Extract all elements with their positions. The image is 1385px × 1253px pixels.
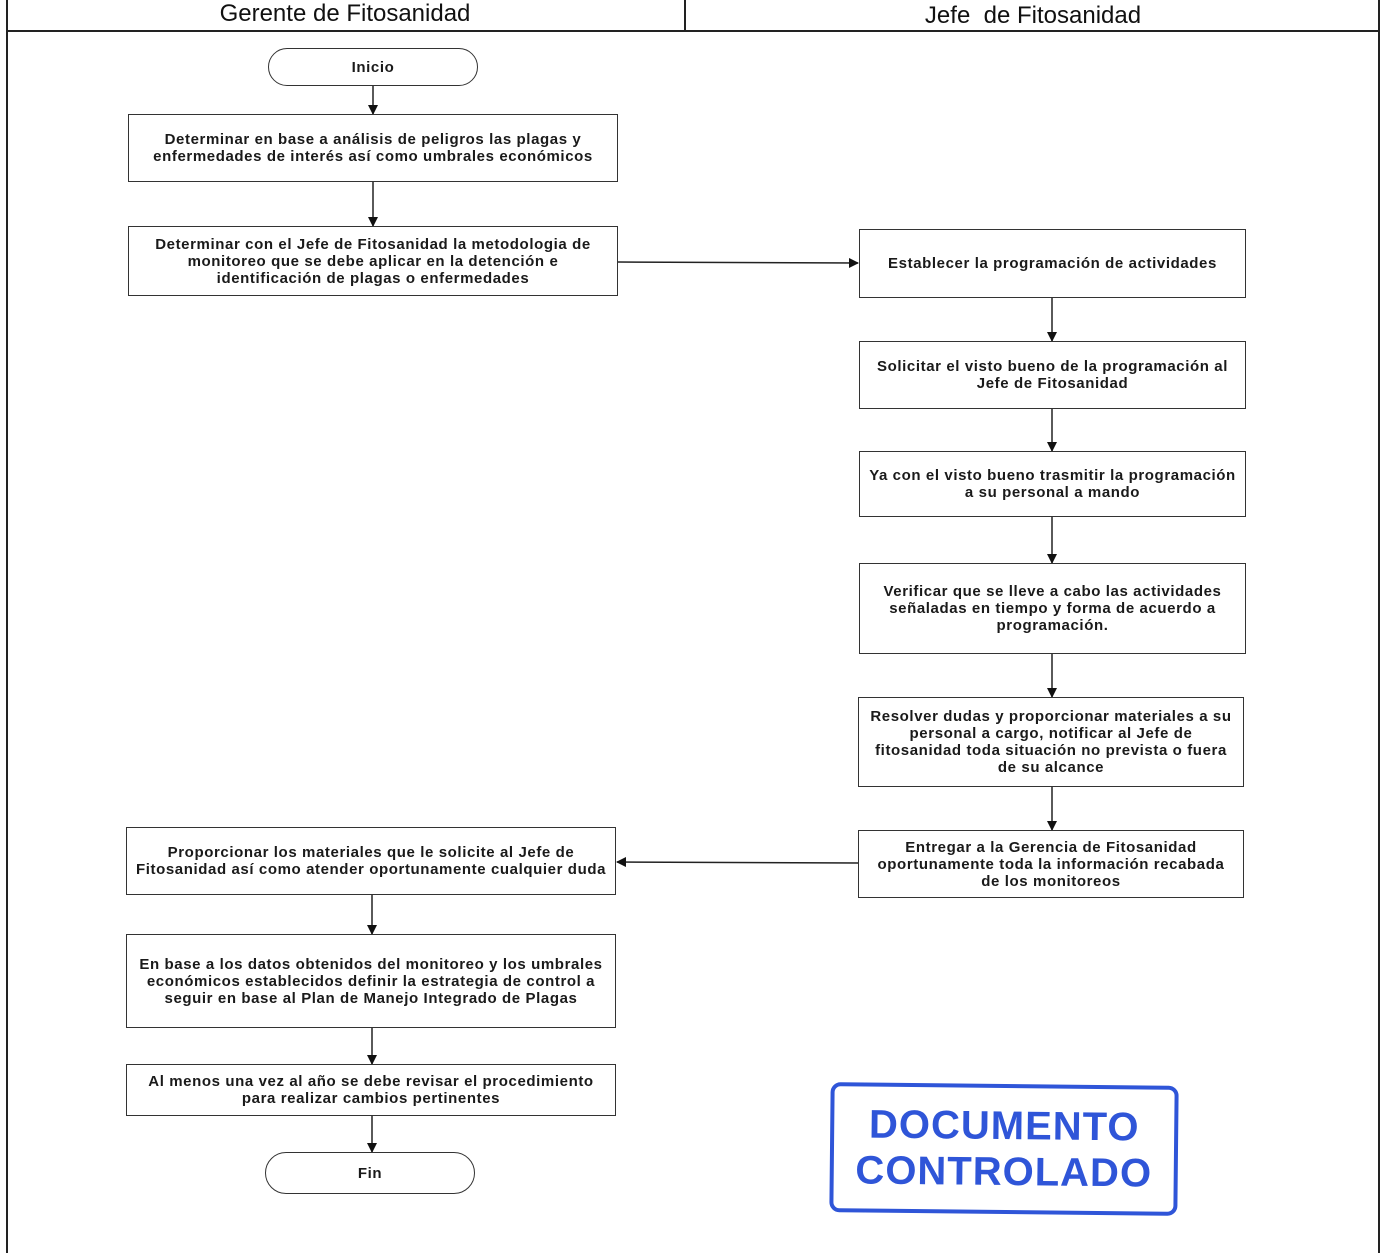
step-jefe-2: Solicitar el visto bueno de la programac… (859, 341, 1246, 409)
arrow-g2-to-j1 (617, 257, 859, 268)
lane-header-jefe: Jefe de Fitosanidad (684, 0, 1380, 32)
step-jefe-5-text: Resolver dudas y proporcionar materiales… (870, 708, 1232, 776)
step-jefe-1-text: Establecer la programación de actividade… (888, 255, 1217, 272)
step-gerente-2-text: Determinar con el Jefe de Fitosanidad la… (155, 235, 591, 287)
step-jefe-3: Ya con el visto bueno trasmitir la progr… (859, 451, 1246, 517)
step-gerente-5-text: Al menos una vez al año se debe revisar … (148, 1073, 594, 1107)
step-jefe-4: Verificar que se lleve a cabo las activi… (859, 563, 1246, 654)
step-jefe-4-text: Verificar que se lleve a cabo las activi… (883, 583, 1222, 634)
step-gerente-3-text: Proporcionar los materiales que le solic… (135, 844, 607, 878)
step-gerente-4: En base a los datos obtenidos del monito… (126, 934, 616, 1028)
lane-header-gerente: Gerente de Fitosanidad (6, 0, 684, 32)
step-gerente-3: Proporcionar los materiales que le solic… (126, 827, 616, 895)
step-jefe-2-text: Solicitar el visto bueno de la programac… (876, 358, 1228, 392)
end-label: Fin (357, 1164, 383, 1182)
lane-title-jefe: Jefe de Fitosanidad (924, 2, 1142, 29)
step-jefe-6-text: Entregar a la Gerencia de Fitosanidad op… (877, 838, 1225, 890)
step-gerente-5: Al menos una vez al año se debe revisar … (126, 1064, 616, 1116)
start-terminal: Inicio (268, 48, 478, 86)
step-gerente-4-text: En base a los datos obtenidos del monito… (139, 955, 603, 1007)
arrow-j6-to-g3 (616, 857, 859, 868)
stamp-line-1: DOCUMENTO (868, 1102, 1140, 1150)
step-jefe-6: Entregar a la Gerencia de Fitosanidad op… (858, 830, 1244, 898)
start-label: Inicio (351, 58, 395, 76)
step-jefe-5: Resolver dudas y proporcionar materiales… (858, 697, 1244, 787)
step-jefe-1: Establecer la programación de actividade… (859, 229, 1246, 298)
step-gerente-1: Determinar en base a análisis de peligro… (128, 114, 618, 182)
lane-title-gerente: Gerente de Fitosanidad (219, 0, 471, 27)
step-jefe-3-text: Ya con el visto bueno trasmitir la progr… (869, 467, 1236, 501)
documento-controlado-stamp: DOCUMENTO CONTROLADO (829, 1082, 1179, 1216)
step-gerente-1-text: Determinar en base a análisis de peligro… (153, 131, 593, 165)
stamp-line-2: CONTROLADO (855, 1148, 1153, 1196)
step-gerente-2: Determinar con el Jefe de Fitosanidad la… (128, 226, 618, 296)
end-terminal: Fin (265, 1152, 475, 1194)
diagram-frame (6, 0, 1380, 1253)
